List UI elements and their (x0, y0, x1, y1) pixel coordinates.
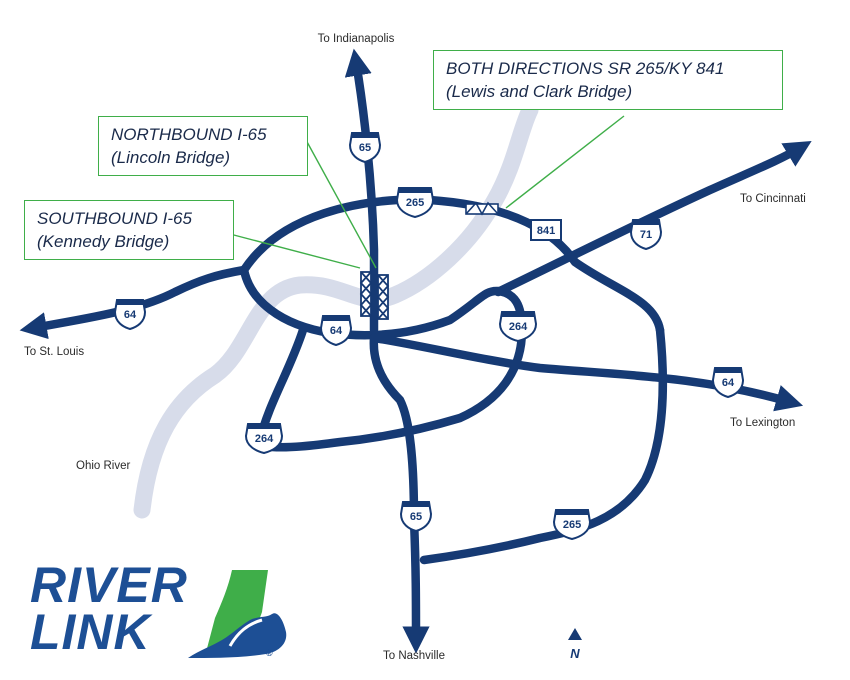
shield-i64-center: 64 (319, 315, 353, 347)
north-arrow-label: N (570, 646, 580, 661)
dest-nashville: To Nashville (383, 650, 445, 662)
dest-st-louis: To St. Louis (24, 346, 84, 358)
shield-i64-east-label: 64 (722, 377, 735, 389)
shield-i264-east-label: 264 (509, 321, 528, 333)
shield-i65-south: 65 (399, 501, 433, 533)
river-label: Ohio River (76, 460, 130, 472)
callout-kennedy-bridge: SOUTHBOUND I-65 (Kennedy Bridge) (24, 200, 234, 260)
shield-ky841: 841 (530, 219, 562, 241)
dest-indianapolis: To Indianapolis (318, 33, 395, 45)
bridge-icon-lincoln (376, 274, 390, 320)
shield-i64-west-label: 64 (124, 309, 137, 321)
callout-lincoln-bridge: NORTHBOUND I-65 (Lincoln Bridge) (98, 116, 308, 176)
dest-cincinnati: To Cincinnati (740, 193, 806, 205)
callout-lincoln-title: NORTHBOUND I-65 (111, 125, 267, 144)
shield-i64-west: 64 (113, 299, 147, 331)
north-arrow-icon: N (568, 628, 582, 661)
dest-lexington: To Lexington (730, 417, 795, 429)
ohio-river (133, 101, 539, 519)
shield-i265-south-label: 265 (563, 519, 581, 531)
road-i64-west (19, 265, 249, 340)
callout-lewis-clark-title: BOTH DIRECTIONS SR 265/KY 841 (446, 59, 725, 78)
logo-link-text: LINK (30, 604, 151, 660)
shield-i65-south-label: 65 (410, 511, 422, 523)
shield-i265-north: 265 (395, 187, 435, 219)
shield-i264-west-label: 264 (255, 433, 274, 445)
shield-i71-label: 71 (640, 229, 652, 241)
shield-ky841-label: 841 (537, 225, 555, 237)
road-i71 (493, 141, 812, 297)
logo-green-leaf-icon (205, 570, 268, 656)
road-i65-south (369, 333, 430, 654)
shield-i65-north-label: 65 (359, 142, 371, 154)
callout-lewis-clark-bridge: BOTH DIRECTIONS SR 265/KY 841 (Lewis and… (433, 50, 783, 110)
shield-i71: 71 (629, 219, 663, 251)
callout-kennedy-subtitle: (Kennedy Bridge) (37, 232, 170, 251)
shield-i264-east: 264 (498, 311, 538, 343)
shield-i265-north-label: 265 (406, 197, 424, 209)
logo-mark (188, 570, 287, 658)
callout-lincoln-subtitle: (Lincoln Bridge) (111, 148, 231, 167)
shield-i264-west: 264 (244, 423, 284, 455)
shield-i265-south: 265 (552, 509, 592, 541)
shield-i64-east: 64 (711, 367, 745, 399)
road-i265-east (419, 325, 668, 565)
callout-lewis-clark-subtitle: (Lewis and Clark Bridge) (446, 82, 633, 101)
logo-trademark: ® (266, 648, 273, 658)
callout-kennedy-title: SOUTHBOUND I-65 (37, 209, 192, 228)
callout-leaders (229, 115, 625, 269)
bridge-icon-lewis-clark (465, 201, 499, 216)
shield-i64-center-label: 64 (330, 325, 343, 337)
logo-river-text: RIVER (30, 557, 188, 613)
bridge-icon-kennedy (359, 271, 373, 317)
shield-i65-north: 65 (348, 132, 382, 164)
